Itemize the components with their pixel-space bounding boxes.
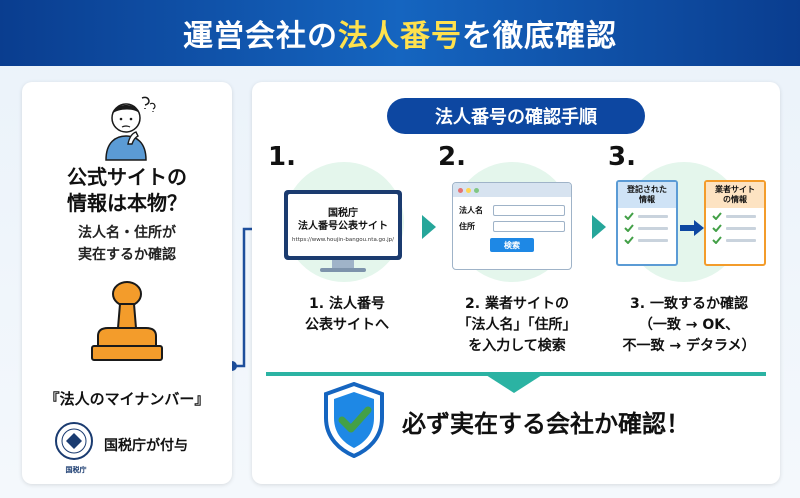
step-2-label: 2. 業者サイトの 「法人名」「住所」 を入力して検索 [432,294,602,357]
compare-arrow-icon [680,220,704,236]
step-1-label-line-1: 1. 法人番号 [309,296,385,312]
monitor-neck [332,260,354,268]
form-address-label: 住所 [459,222,475,231]
left-panel: 公式サイトの 情報は本物？ 法人名・住所が 実在するか確認 『法人のマイナンバー… [22,82,232,484]
browser-titlebar [453,183,571,197]
page-title: 運営会社の法人番号を徹底確認 [183,11,617,55]
thinking-person-icon [105,96,156,161]
window-dot-icon [458,187,463,193]
vendor-info-line-2: の情報 [723,195,747,204]
step-1-number: 1. [268,142,296,172]
check-icon [624,224,634,232]
question-title: 公式サイトの 情報は本物？ [22,164,232,216]
form-row-name: 法人名 [459,205,565,216]
title-highlight: 法人番号 [338,19,462,54]
step-2-number: 2. [438,142,466,172]
monitor-line-2: 法人番号公表サイト [298,221,388,232]
step-3-number: 3. [608,142,636,172]
step-3-label-line-1: 3. 一致するか確認 [630,296,748,312]
step-3-label-line-3: 不一致 → デタラメ） [622,338,756,354]
mynumber-label: 『法人のマイナンバー』 [44,390,210,408]
header-banner: 運営会社の法人番号を徹底確認 [0,0,800,66]
question-line-2: 情報は本物？ [67,191,187,215]
check-row [712,236,764,244]
check-row [624,212,676,220]
arrow-right-icon [422,215,436,239]
check-icon [712,224,722,232]
step-2-label-line-2: 「法人名」「住所」 [457,317,577,333]
vendor-info-line-1: 業者サイト [715,185,755,194]
check-icon [624,236,634,244]
question-line-1: 公式サイトの [67,165,187,189]
window-dot-icon [466,187,471,193]
search-button: 検索 [490,238,534,252]
step-2-label-line-1: 2. 業者サイトの [465,296,569,312]
procedure-title: 法人番号の確認手順 [387,98,645,134]
subtitle-line-2: 実在するか確認 [78,247,176,263]
check-row [624,236,676,244]
check-icon [712,236,722,244]
form-row-address: 住所 [459,221,565,232]
step-3-label: 3. 一致するか確認 （一致 → OK、 不一致 → デタラメ） [604,294,774,357]
vendor-info-card: 業者サイト の情報 [704,180,766,266]
monitor-icon: 国税庁 法人番号公表サイト https://www.houjin-bangou.… [284,190,402,260]
title-suffix: を徹底確認 [462,19,617,54]
down-arrow-icon [486,375,542,393]
form-name-input [493,205,565,216]
stamp-icon [91,281,163,361]
form-address-input [493,221,565,232]
conclusion-message: 必ず実在する会社か確認！ [402,410,690,438]
step-1-label: 1. 法人番号 公表サイトへ [272,294,422,336]
nta-seal-icon [55,422,93,460]
nta-label: 国税庁が付与 [104,438,188,454]
question-subtitle: 法人名・住所が 実在するか確認 [22,222,232,266]
window-dot-icon [474,187,479,193]
nta-seal-caption: 国税庁 [65,466,87,474]
check-row [712,224,764,232]
section-divider [266,372,766,376]
registered-info-line-1: 登記された [627,185,667,194]
registered-info-card: 登記された 情報 [616,180,678,266]
step-3-label-line-2: （一致 → OK、 [638,317,740,333]
monitor-base [320,268,366,272]
check-icon [624,212,634,220]
title-prefix: 運営会社の [183,19,338,54]
check-row [712,212,764,220]
check-row [624,224,676,232]
vendor-info-title: 業者サイト の情報 [706,182,764,208]
step-2-label-line-3: を入力して検索 [468,338,566,354]
registered-info-title: 登記された 情報 [618,182,676,208]
monitor-screen: 国税庁 法人番号公表サイト https://www.houjin-bangou.… [288,194,398,256]
monitor-url: https://www.houjin-bangou.nta.go.jp/ [292,237,394,243]
procedure-panel: 法人番号の確認手順 1. 国税庁 法人番号公表サイト https://www.h… [252,82,780,484]
subtitle-line-1: 法人名・住所が [78,225,176,241]
shield-check-icon [324,382,384,458]
browser-form-icon: 法人名 住所 検索 [452,182,572,270]
form-name-label: 法人名 [459,206,483,215]
registered-info-line-2: 情報 [639,195,655,204]
step-1-label-line-2: 公表サイトへ [305,317,389,333]
nta-row: 国税庁が付与 [52,420,222,470]
arrow-right-icon [592,215,606,239]
monitor-line-1: 国税庁 [328,208,358,219]
check-icon [712,212,722,220]
